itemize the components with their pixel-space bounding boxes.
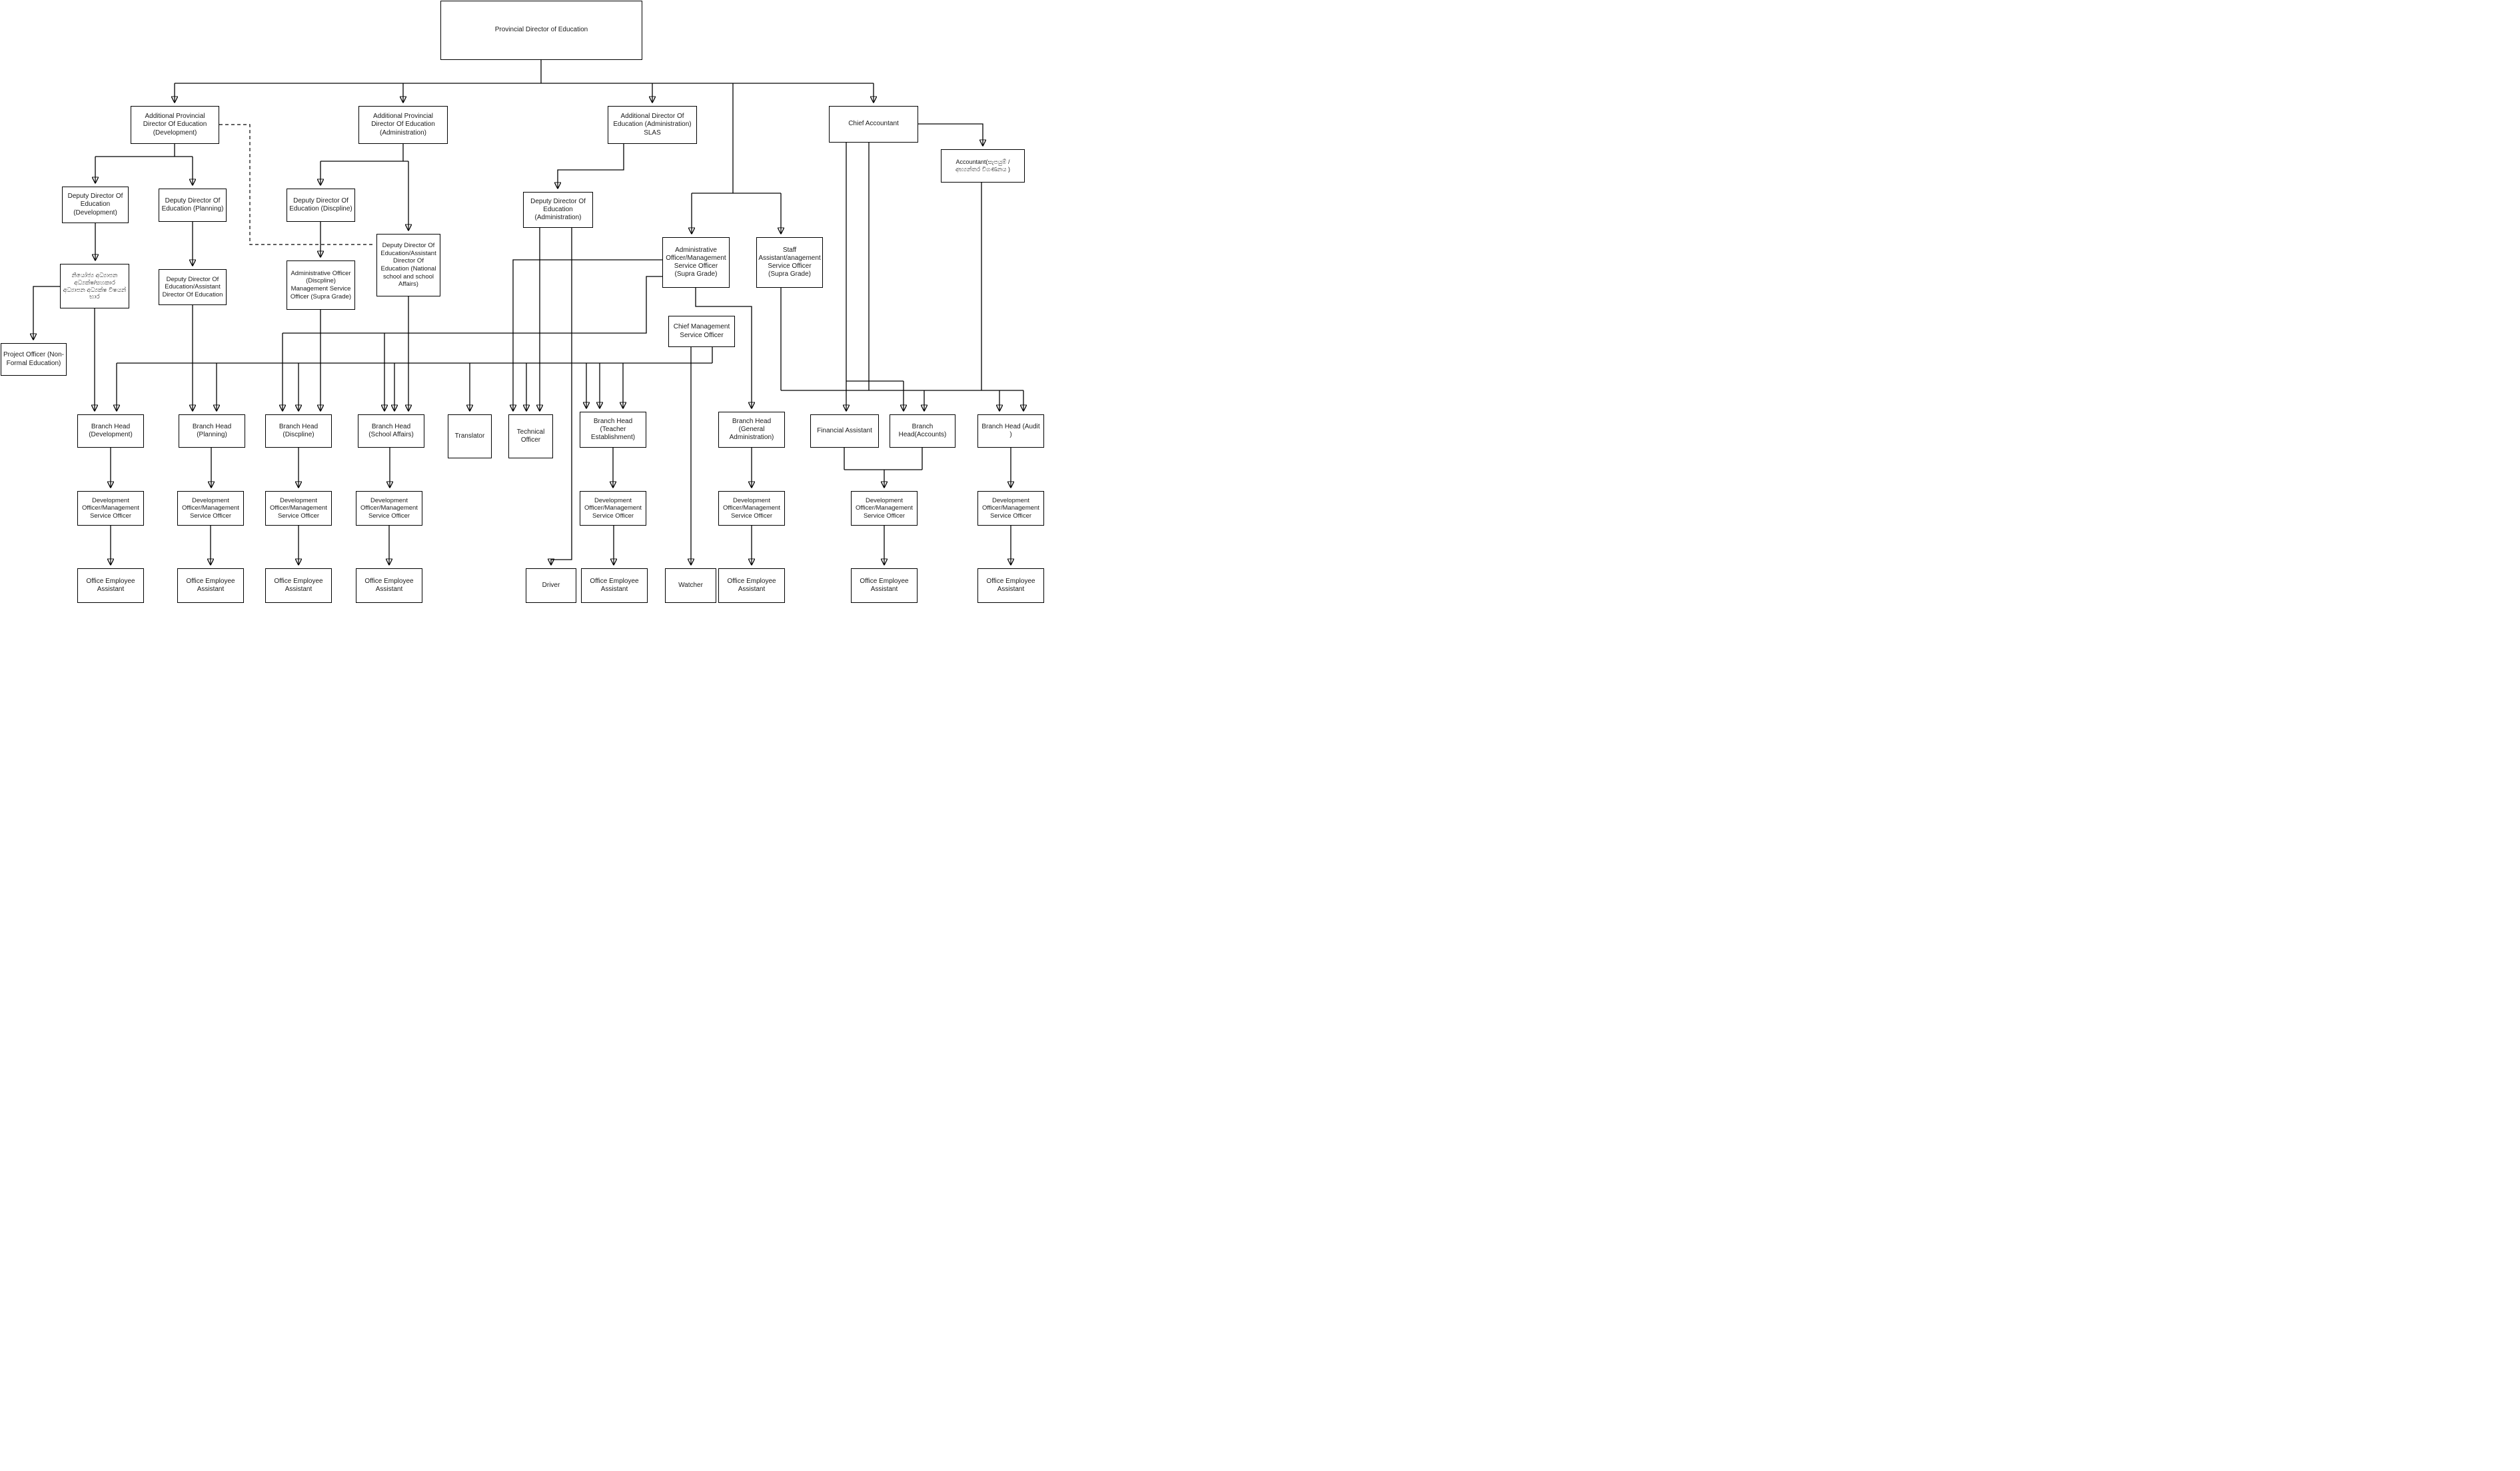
edge-arrow xyxy=(513,259,662,410)
node-branch-head-planning[interactable]: Branch Head (Planning) xyxy=(179,414,245,448)
node-financial-assistant[interactable]: Financial Assistant xyxy=(810,414,879,448)
node-office-employee-assistant-teacher[interactable]: Office Employee Assistant xyxy=(581,568,648,603)
node-branch-head-general-administration[interactable]: Branch Head (General Administration) xyxy=(718,412,785,448)
node-translator[interactable]: Translator xyxy=(448,414,492,458)
node-branch-head-school-affairs[interactable]: Branch Head (School Affairs) xyxy=(358,414,424,448)
node-dev-officer-school-affairs[interactable]: Development Officer/Management Service O… xyxy=(356,491,422,526)
node-apd-development[interactable]: Additional Provincial Director Of Educat… xyxy=(131,106,219,144)
node-dde-administration[interactable]: Deputy Director Of Education (Administra… xyxy=(523,192,593,228)
connector-lines xyxy=(0,60,1045,610)
node-office-employee-assistant-discipline[interactable]: Office Employee Assistant xyxy=(265,568,332,603)
edge-bus xyxy=(95,60,1023,470)
edge-dashed-apd-dev-to-national-school xyxy=(219,124,374,245)
node-dev-officer-teacher[interactable]: Development Officer/Management Service O… xyxy=(580,491,646,526)
node-admin-officer-discipline-mso[interactable]: Administrative Officer (Discpline) Manag… xyxy=(287,260,355,310)
node-branch-head-accounts[interactable]: Branch Head(Accounts) xyxy=(890,414,955,448)
node-accountant[interactable]: Accountant(සැපයුම් / අභ්‍යන්තර විගණනය ) xyxy=(941,149,1025,183)
node-office-employee-assistant-accounts[interactable]: Office Employee Assistant xyxy=(851,568,918,603)
node-dde-ade-national-school[interactable]: Deputy Director Of Education/Assistant D… xyxy=(376,234,440,296)
node-admin-officer-mso-supra[interactable]: Administrative Officer/Management Servic… xyxy=(662,237,730,288)
node-deputy-director-sinhala[interactable]: නියෝජ්‍ය අධ්‍යාපන අධ්‍යක්ෂ/සහකාර අධ්‍යාප… xyxy=(60,264,129,308)
node-office-employee-assistant-school-affairs[interactable]: Office Employee Assistant xyxy=(356,568,422,603)
node-dev-officer-audit[interactable]: Development Officer/Management Service O… xyxy=(977,491,1044,526)
node-technical-officer[interactable]: Technical Officer xyxy=(508,414,553,458)
node-staff-assistant-mso-supra[interactable]: Staff Assistant/anagement Service Office… xyxy=(756,237,823,288)
node-watcher[interactable]: Watcher xyxy=(665,568,716,603)
edge-arrow xyxy=(33,286,60,339)
node-branch-head-discipline[interactable]: Branch Head (Discpline) xyxy=(265,414,332,448)
node-dev-officer-planning[interactable]: Development Officer/Management Service O… xyxy=(177,491,244,526)
node-dde-ade-education[interactable]: Deputy Director Of Education/Assistant D… xyxy=(159,269,227,305)
node-office-employee-assistant-development[interactable]: Office Employee Assistant xyxy=(77,568,144,603)
node-chief-management-service-officer[interactable]: Chief Management Service Officer xyxy=(668,316,735,347)
node-branch-head-teacher-establishment[interactable]: Branch Head (Teacher Establishment) xyxy=(580,412,646,448)
node-dev-officer-general-admin[interactable]: Development Officer/Management Service O… xyxy=(718,491,785,526)
edge-arrow xyxy=(551,228,572,564)
node-chief-accountant[interactable]: Chief Accountant xyxy=(829,106,918,143)
edge-arrow xyxy=(558,144,624,188)
node-ade-administration-slas[interactable]: Additional Director Of Education (Admini… xyxy=(608,106,697,144)
node-driver[interactable]: Driver xyxy=(526,568,576,603)
node-dde-development[interactable]: Deputy Director Of Education (Developmen… xyxy=(62,187,129,223)
node-apd-administration[interactable]: Additional Provincial Director Of Educat… xyxy=(358,106,448,144)
node-dev-officer-accounts[interactable]: Development Officer/Management Service O… xyxy=(851,491,918,526)
node-dde-discipline[interactable]: Deputy Director Of Education (Discpline) xyxy=(287,189,355,222)
node-branch-head-development[interactable]: Branch Head (Development) xyxy=(77,414,144,448)
node-office-employee-assistant-planning[interactable]: Office Employee Assistant xyxy=(177,568,244,603)
node-provincial-director[interactable]: Provincial Director of Education xyxy=(440,1,642,60)
edge-arrow xyxy=(918,123,983,145)
edge-arrow xyxy=(695,288,752,408)
node-branch-head-audit[interactable]: Branch Head (Audit ) xyxy=(977,414,1044,448)
node-dev-officer-development[interactable]: Development Officer/Management Service O… xyxy=(77,491,144,526)
node-office-employee-assistant-audit[interactable]: Office Employee Assistant xyxy=(977,568,1044,603)
node-project-officer-nonformal[interactable]: Project Officer (Non-Formal Education) xyxy=(1,343,67,376)
node-dev-officer-discipline[interactable]: Development Officer/Management Service O… xyxy=(265,491,332,526)
node-dde-planning[interactable]: Deputy Director Of Education (Planning) xyxy=(159,189,227,222)
node-office-employee-assistant-general-admin[interactable]: Office Employee Assistant xyxy=(718,568,785,603)
